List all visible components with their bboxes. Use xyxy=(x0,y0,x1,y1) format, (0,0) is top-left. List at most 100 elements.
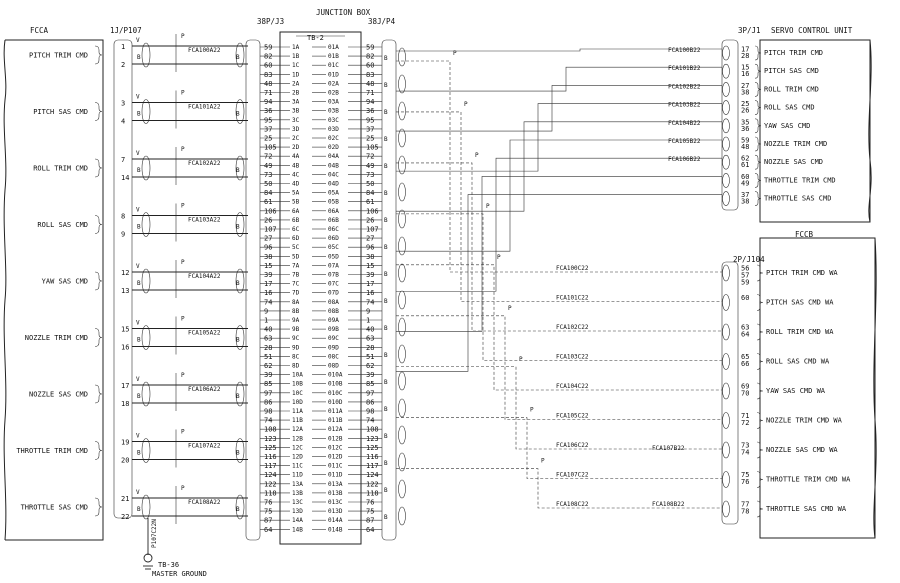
fccb-harness-wire xyxy=(396,417,722,479)
jb-left-pin: 125 xyxy=(264,444,277,452)
shield-p-mark: P xyxy=(508,305,512,312)
shield-oval xyxy=(722,154,730,170)
shield-oval xyxy=(398,155,406,175)
servo-pin: 60 xyxy=(741,173,749,181)
fccb-pin: 78 xyxy=(741,508,749,516)
tb-terminal-right: 04D xyxy=(328,181,339,188)
fccb-pin: 65 xyxy=(741,353,749,361)
jb-left-pin: 37 xyxy=(264,125,272,133)
tb-terminal-right: 08B xyxy=(328,308,339,315)
servo-wire-label: FCA106B22 xyxy=(668,156,701,163)
tb-terminal-left: 1A xyxy=(292,44,300,51)
fccb-pin: 64 xyxy=(741,331,749,339)
fccb-bracket xyxy=(756,471,764,488)
servo-bracket xyxy=(754,191,762,206)
shield-oval xyxy=(141,494,151,520)
tb-terminal-right: 05A xyxy=(328,190,339,197)
servo-harness-wire xyxy=(396,157,722,292)
jb-right-pin: 124 xyxy=(366,471,379,479)
shield-b-mark: B xyxy=(384,136,388,143)
jb-right-pin: 38 xyxy=(366,253,374,261)
servo-pin: 38 xyxy=(741,198,749,206)
tb-terminal-left: 1C xyxy=(292,62,300,69)
servo-bracket xyxy=(754,154,762,170)
shield-b-mark: B xyxy=(137,337,141,344)
shield-v-mark: V xyxy=(136,489,140,496)
jb-left-pin: 105 xyxy=(264,144,277,152)
jb-right-pin: 1 xyxy=(366,317,370,325)
fcca-pin: 13 xyxy=(121,287,129,295)
jb-right-pin: 40 xyxy=(366,326,374,334)
shield-p-mark: P xyxy=(181,146,185,153)
shield-oval xyxy=(235,494,245,520)
shield-p-mark: P xyxy=(486,203,490,210)
shield-oval xyxy=(235,212,245,237)
shield-p-mark: P xyxy=(475,152,479,159)
jb-right-pin: 59 xyxy=(366,44,374,52)
tb-terminal-left: 6C xyxy=(292,226,300,233)
jb-left-pin: 117 xyxy=(264,462,277,470)
jb-right-pin: 74 xyxy=(366,417,374,425)
shield-p-mark: P xyxy=(181,485,185,492)
fccb-signal-name: NOZZLE SAS CMD WA xyxy=(766,446,838,454)
shield-oval xyxy=(141,438,151,463)
fccb-wire-label: FCA106C22 xyxy=(556,442,589,449)
jb-right-pin: 74 xyxy=(366,298,374,306)
fcca-signal-bracket xyxy=(94,271,103,291)
shield-oval xyxy=(398,290,406,310)
fccb-signal-name: YAW SAS CMD WA xyxy=(766,387,826,395)
shield-v-mark: V xyxy=(136,150,140,157)
jb-left-pin: 36 xyxy=(264,107,272,115)
jb-left-pin: 116 xyxy=(264,453,277,461)
fcca-pin: 15 xyxy=(121,326,129,334)
tb-terminal-left: 10D xyxy=(292,399,303,406)
fccb-wire-label: FCA101C22 xyxy=(556,295,589,302)
fccb-pin: 70 xyxy=(741,390,749,398)
servo-pin: 48 xyxy=(741,143,749,151)
tb-terminal-right: 09D xyxy=(328,344,339,351)
shield-oval xyxy=(235,381,245,407)
servo-pin: 17 xyxy=(741,46,749,54)
fccb-break-line xyxy=(873,237,877,539)
jb-right-pin: 75 xyxy=(366,508,374,516)
tb-terminal-left: 1B xyxy=(292,53,300,60)
jb-right-pin: 117 xyxy=(366,462,379,470)
servo-pin: 26 xyxy=(741,107,749,115)
tb-terminal-right: 012A xyxy=(328,426,343,433)
jb-left-pin: 9 xyxy=(264,307,268,315)
shield-oval xyxy=(722,118,730,134)
shield-p-mark: P xyxy=(181,203,185,210)
tb-terminal-left: 13C xyxy=(292,499,303,506)
jb-left-pin: 85 xyxy=(264,380,272,388)
tb2-label: TB-2 xyxy=(307,34,324,42)
jb-left-pin: 51 xyxy=(264,353,272,361)
jb-left-pin: 60 xyxy=(264,62,272,70)
servo-harness-wire xyxy=(396,48,722,52)
servo-signal-name: THROTTLE SAS CMD xyxy=(764,195,831,203)
jb-left-pin: 108 xyxy=(264,426,277,434)
jb-left-pin: 97 xyxy=(264,389,272,397)
j4-right-label: 38J/P4 xyxy=(368,17,396,26)
jb-right-pin: 107 xyxy=(366,226,379,234)
tb-terminal-left: 14A xyxy=(292,517,303,524)
jb-right-pin: 50 xyxy=(366,180,374,188)
shield-b-mark: B xyxy=(384,379,388,386)
fcca-pin: 8 xyxy=(121,213,125,221)
fcca-signal-bracket xyxy=(94,158,103,178)
fccb-bracket xyxy=(756,323,764,341)
shield-oval xyxy=(398,182,406,202)
tb-terminal-left: 3B xyxy=(292,108,300,115)
shield-oval xyxy=(141,155,151,181)
jb-left-pin: 124 xyxy=(264,471,277,479)
shield-oval xyxy=(141,325,151,350)
fccb-pin: 63 xyxy=(741,324,749,332)
fccb-wire-label: FCA100C22 xyxy=(556,265,589,272)
tb-terminal-left: 12D xyxy=(292,454,303,461)
jb-left-pin: 74 xyxy=(264,417,272,425)
fcca-pin: 9 xyxy=(121,231,125,239)
shield-b-mark: B xyxy=(236,111,240,118)
tb-terminal-left: 14B xyxy=(292,526,303,533)
servo-pin: 28 xyxy=(741,52,749,60)
p104-shell xyxy=(721,261,739,525)
